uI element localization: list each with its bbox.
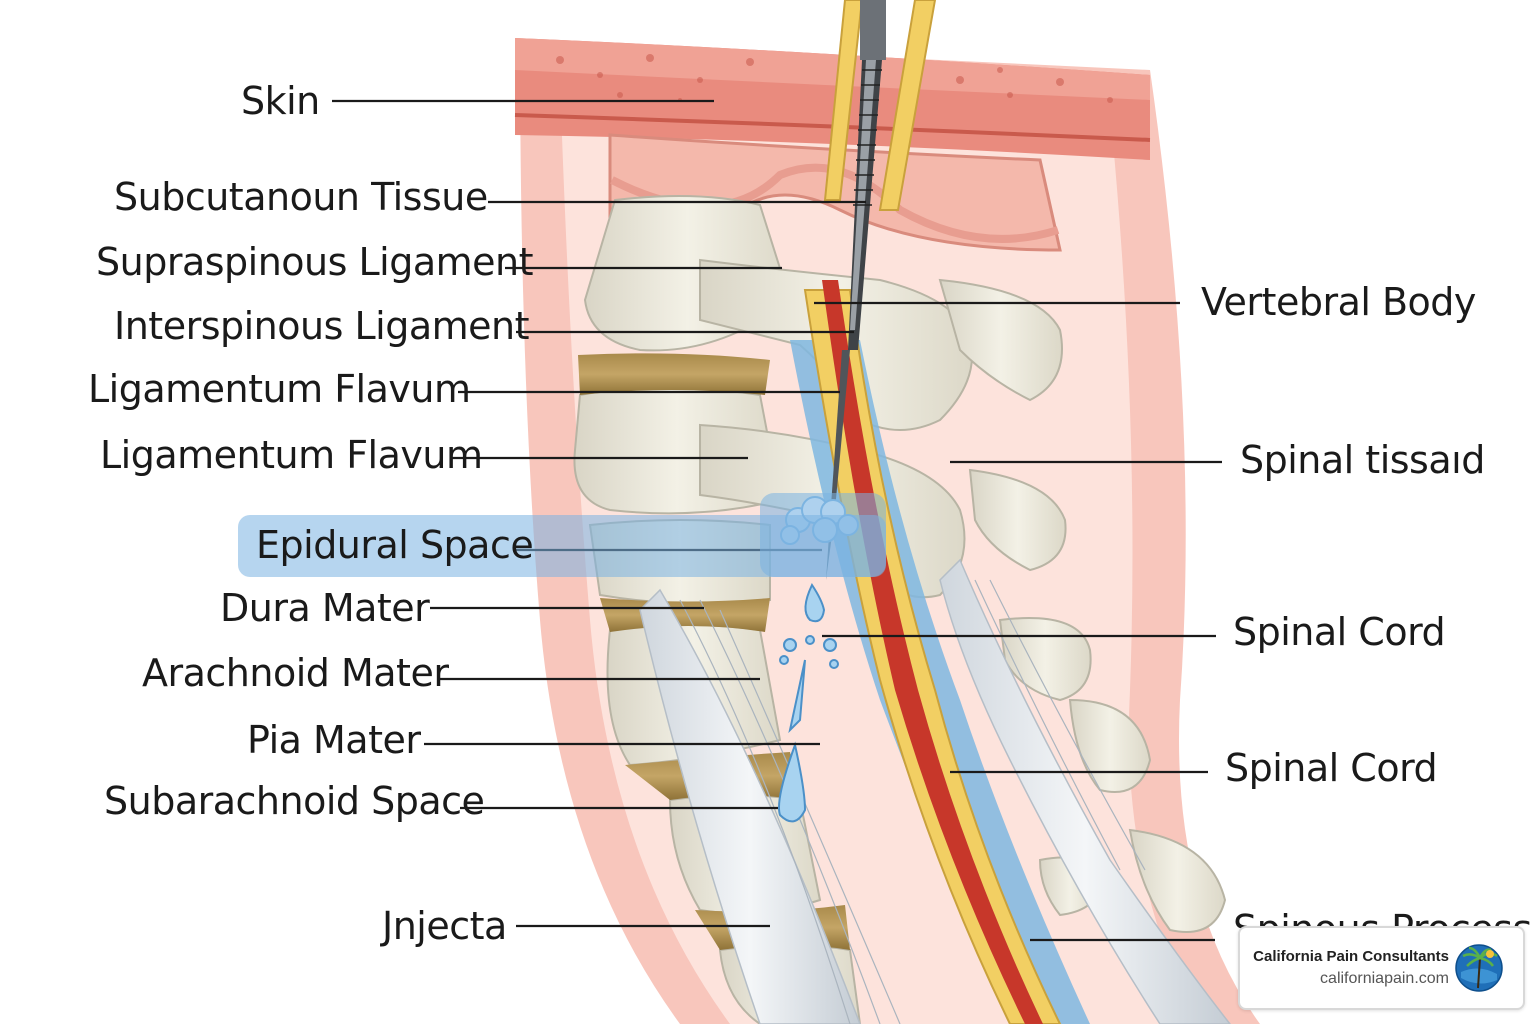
label-dura-mater: Dura Mater: [220, 586, 430, 630]
label-spinal-cord-1: Spinal Cord: [1233, 610, 1446, 654]
label-interspinous-ligament: Interspinous Ligament: [114, 304, 529, 348]
epidural-highlight-node: [760, 493, 886, 577]
label-injecta: Jnjecta: [382, 904, 507, 948]
label-ligamentum-flavum-2: Ligamentum Flavum: [100, 433, 483, 477]
label-pia-mater: Pia Mater: [247, 718, 421, 762]
label-subarachnoid-space: Subarachnoid Space: [104, 779, 485, 823]
label-epidural-space: Epidural Space: [256, 523, 534, 567]
label-ligamentum-flavum-1: Ligamentum Flavum: [88, 367, 471, 411]
label-skin: Skin: [241, 79, 320, 123]
label-subcutaneous-tissue: Subcutanoun Tissue: [114, 175, 488, 219]
brand-name: California Pain Consultants: [1253, 948, 1449, 965]
brand-badge[interactable]: California Pain Consultants californiapa…: [1238, 926, 1525, 1010]
label-supraspinous-ligament: Supraspinous Ligament: [96, 240, 534, 284]
label-arachnoid-mater: Arachnoid Mater: [142, 651, 449, 695]
epidural-needle: [826, 0, 886, 580]
label-spinous-process: Spinous Process: [1233, 910, 1532, 928]
ligament-band-right: [939, 558, 1231, 1024]
label-spinal-cord-2: Spinal Cord: [1225, 746, 1438, 790]
label-vertebral-body: Vertebral Body: [1201, 280, 1476, 324]
injectate-droplets: [778, 582, 839, 823]
label-spinal-tissaid: Spinal tissaıd: [1240, 438, 1485, 482]
brand-url[interactable]: californiapain.com: [1320, 970, 1449, 987]
palm-globe-icon: [1455, 944, 1503, 992]
